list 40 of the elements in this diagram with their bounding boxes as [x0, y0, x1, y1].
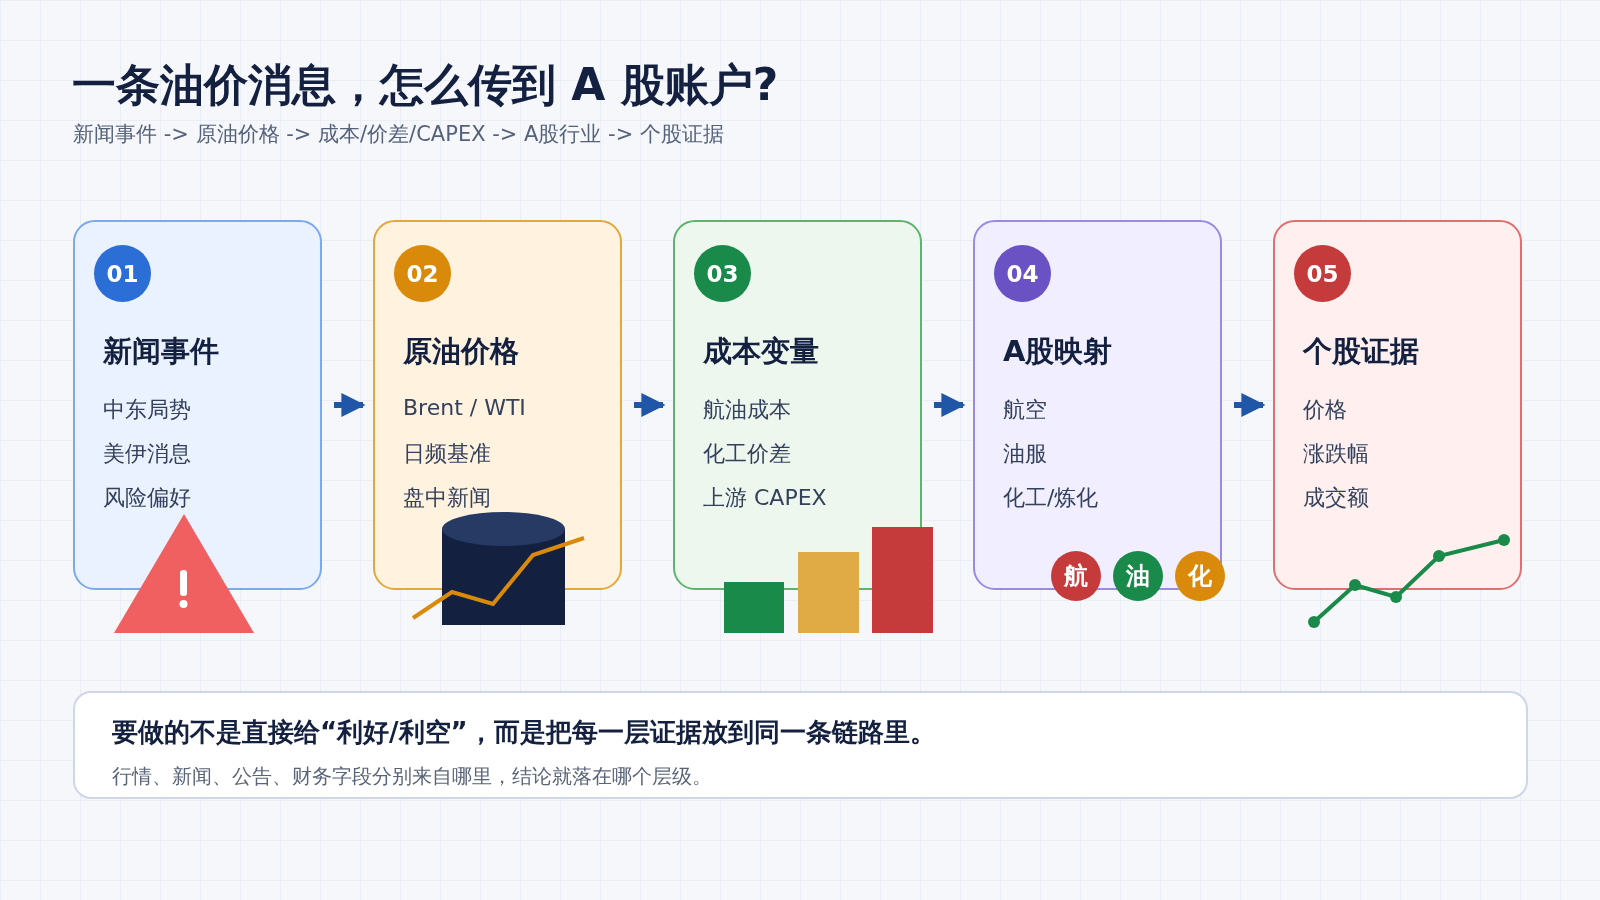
step-heading: 新闻事件 — [103, 333, 219, 370]
arrow — [1234, 393, 1266, 417]
step-item: 价格 — [1303, 396, 1347, 424]
step-item: 航油成本 — [703, 396, 791, 424]
step-item: 涨跌幅 — [1303, 440, 1369, 468]
step-item: 日频基准 — [403, 440, 491, 468]
arrow — [334, 393, 366, 417]
step-card — [373, 220, 622, 590]
step-heading: A股映射 — [1003, 333, 1113, 370]
step-item: 风险偏好 — [103, 484, 191, 512]
arrow — [634, 393, 666, 417]
step-number-badge: 03 — [694, 245, 751, 302]
step-item: 美伊消息 — [103, 440, 191, 468]
sector-tag: 化 — [1175, 551, 1225, 601]
step-heading: 成本变量 — [703, 333, 819, 370]
step-heading: 原油价格 — [403, 333, 519, 370]
step-number-badge: 01 — [94, 245, 151, 302]
arrow — [934, 393, 966, 417]
subtitle: 新闻事件 -> 原油价格 -> 成本/价差/CAPEX -> A股行业 -> 个股证据 — [73, 121, 724, 148]
note-heading: 要做的不是直接给“利好/利空”，而是把每一层证据放到同一条链路里。 — [112, 716, 936, 749]
step-number-badge: 04 — [994, 245, 1051, 302]
step-number-badge: 02 — [394, 245, 451, 302]
step-item: 化工/炼化 — [1003, 484, 1099, 512]
step-card — [1273, 220, 1522, 590]
step-item: 油服 — [1003, 440, 1047, 468]
step-item: 成交额 — [1303, 484, 1369, 512]
step-item: 上游 CAPEX — [703, 484, 827, 512]
step-heading: 个股证据 — [1303, 333, 1419, 370]
step-item: Brent / WTI — [403, 395, 526, 420]
step-card — [73, 220, 322, 590]
step-number-badge: 05 — [1294, 245, 1351, 302]
step-item: 中东局势 — [103, 396, 191, 424]
step-item: 化工价差 — [703, 440, 791, 468]
step-card — [973, 220, 1222, 590]
step-item: 航空 — [1003, 396, 1047, 424]
note-text: 行情、新闻、公告、财务字段分别来自哪里，结论就落在哪个层级。 — [112, 763, 712, 790]
step-card — [673, 220, 922, 590]
step-item: 盘中新闻 — [403, 484, 491, 512]
note-panel — [73, 691, 1528, 799]
title: 一条油价消息，怎么传到 A 股账户? — [72, 58, 779, 112]
